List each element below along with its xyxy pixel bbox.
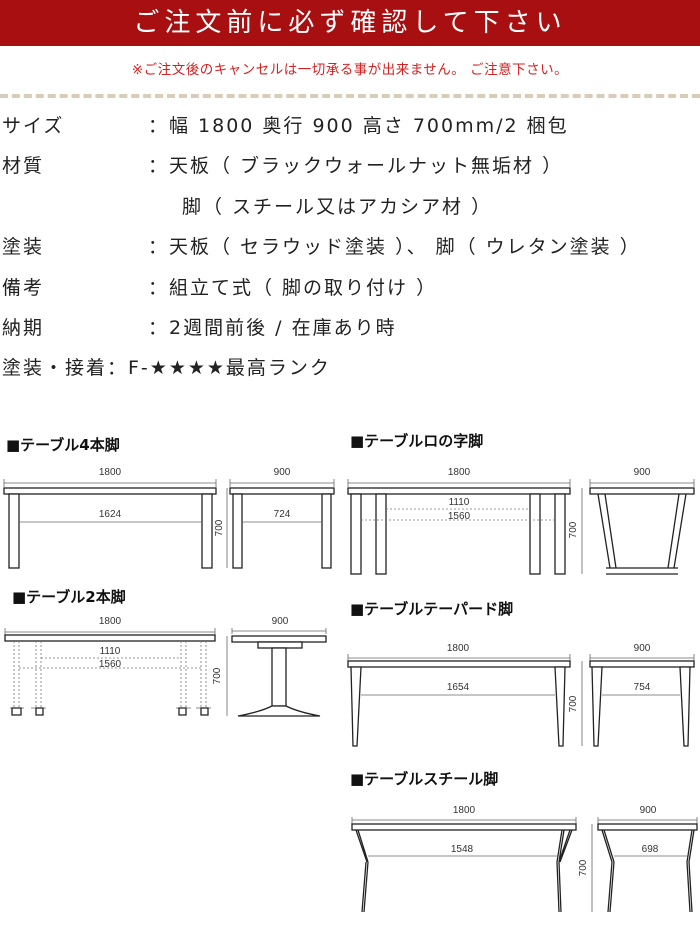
spec-size-value: ：幅 1800 奥行 900 高さ 700mm/2 梱包 bbox=[148, 115, 569, 137]
svg-text:754: 754 bbox=[634, 682, 651, 693]
svg-text:1800: 1800 bbox=[447, 643, 470, 654]
svg-text:1800: 1800 bbox=[99, 467, 122, 478]
spec-delivery-label: 納期 bbox=[2, 317, 45, 339]
spec-notes-label: 備考 bbox=[2, 277, 45, 299]
steel-front-diagram: 1800 1548 bbox=[351, 805, 577, 913]
tapered-title: ■テーブルテーパード脚 bbox=[350, 600, 514, 618]
page-title: ご注文前に必ず確認して下さい bbox=[0, 0, 700, 46]
svg-text:1110: 1110 bbox=[449, 497, 470, 508]
spec-material-value-legs: 脚（ スチール又はアカシア材 ） bbox=[182, 196, 493, 218]
spec-notes-value: ：組立て式（ 脚の取り付け ） bbox=[148, 277, 438, 299]
spec-delivery-value: ：2週間前後 / 在庫あり時 bbox=[148, 317, 397, 339]
tapered-front-diagram: 1800 1654 bbox=[347, 643, 571, 747]
cancellation-notice: ※ご注文後のキャンセルは一切承る事が出来ません。 ご注意下さい。 bbox=[131, 62, 569, 78]
ro-leg-title: ■テーブルロの字脚 bbox=[350, 432, 484, 450]
two-leg-title: ■テーブル2本脚 bbox=[12, 588, 126, 606]
four-leg-front-diagram: 1800 1624 bbox=[3, 467, 217, 569]
ro-leg-front-diagram: 1800 1110 1560 bbox=[347, 467, 571, 575]
svg-text:1800: 1800 bbox=[453, 805, 476, 816]
spec-coating-label: 塗装 bbox=[2, 236, 45, 258]
svg-text:900: 900 bbox=[274, 467, 291, 478]
spec-coating-value: ：天板（ セラウッド塗装 ）、 脚（ ウレタン塗装 ） bbox=[148, 236, 641, 258]
svg-text:1624: 1624 bbox=[99, 509, 122, 520]
steel-side-diagram: 900 700 698 bbox=[578, 805, 698, 913]
svg-text:1110: 1110 bbox=[100, 646, 121, 657]
svg-text:900: 900 bbox=[634, 643, 651, 654]
svg-text:700: 700 bbox=[214, 519, 225, 536]
svg-text:1548: 1548 bbox=[451, 844, 474, 855]
spec-material-label: 材質 bbox=[2, 155, 45, 177]
svg-text:700: 700 bbox=[212, 667, 223, 684]
four-leg-side-diagram: 900 700 724 bbox=[214, 467, 335, 569]
svg-text:1654: 1654 bbox=[447, 682, 470, 693]
svg-text:724: 724 bbox=[274, 509, 291, 520]
dashed-divider bbox=[0, 94, 700, 98]
svg-text:700: 700 bbox=[578, 859, 589, 876]
steel-title: ■テーブルスチール脚 bbox=[350, 770, 499, 788]
spec-size-label: サイズ bbox=[2, 115, 65, 137]
svg-text:698: 698 bbox=[642, 844, 659, 855]
two-leg-side-diagram: 900 700 bbox=[212, 616, 327, 717]
spec-material-value: ：天板（ ブラックウォールナット無垢材 ） bbox=[148, 155, 564, 177]
svg-text:700: 700 bbox=[568, 521, 579, 538]
svg-text:1800: 1800 bbox=[99, 616, 122, 627]
svg-text:1560: 1560 bbox=[99, 659, 122, 670]
four-leg-title: ■テーブル4本脚 bbox=[6, 436, 120, 454]
tapered-side-diagram: 900 700 754 bbox=[568, 643, 695, 747]
spec-adhesive-rating: 塗装・接着：F-★★★★最高ランク bbox=[2, 357, 331, 379]
svg-text:900: 900 bbox=[272, 616, 289, 627]
svg-text:1560: 1560 bbox=[448, 511, 471, 522]
svg-text:700: 700 bbox=[568, 695, 579, 712]
svg-text:900: 900 bbox=[634, 467, 651, 478]
two-leg-front-diagram: 1800 1110 1560 bbox=[4, 616, 216, 716]
svg-text:1800: 1800 bbox=[448, 467, 471, 478]
svg-text:900: 900 bbox=[640, 805, 657, 816]
ro-leg-side-diagram: 900 700 bbox=[568, 467, 695, 575]
